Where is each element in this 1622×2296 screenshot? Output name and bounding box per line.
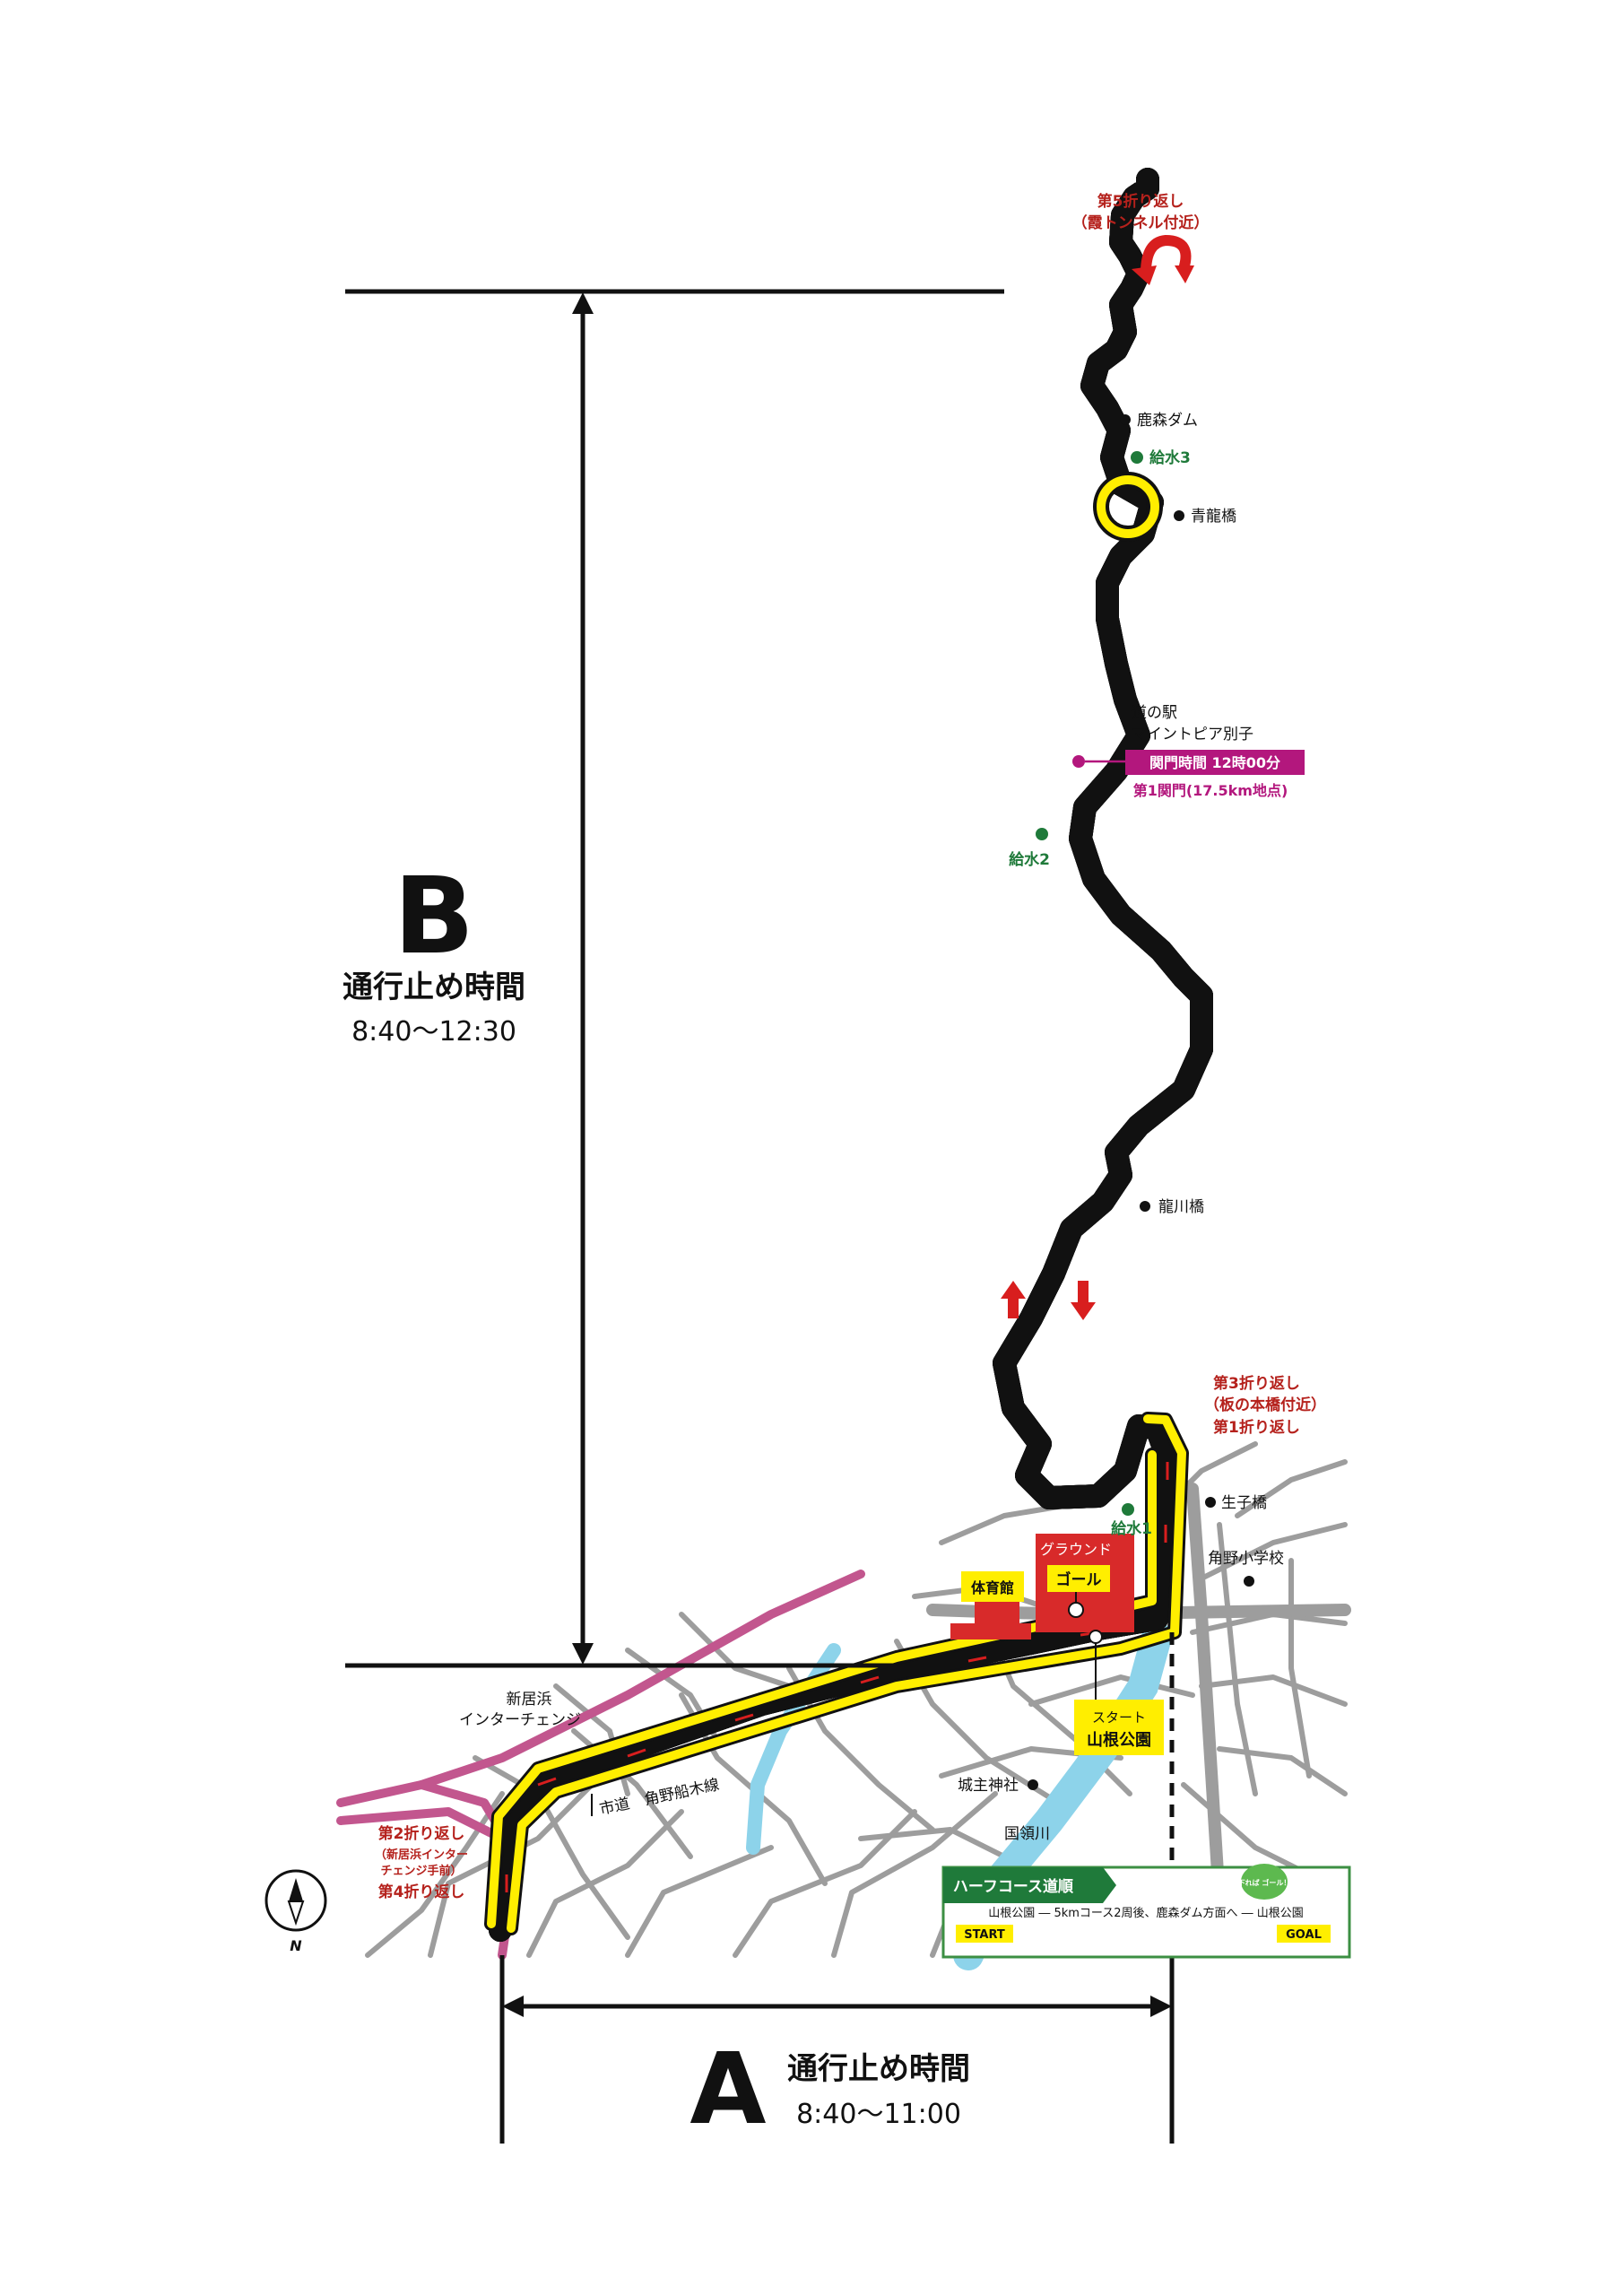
dot-shrine [1028,1779,1038,1790]
compass-letter: N [290,1937,302,1954]
dot-kadono-school [1244,1576,1254,1587]
zone-a-bracket [499,1955,1175,2144]
goal-marker [1068,1602,1084,1618]
turn3-line2: （板の本橋付近） [1204,1396,1326,1414]
zone-b-time: 8:40〜12:30 [351,1016,516,1048]
turn3-line1: 第3折り返し [1213,1374,1300,1393]
goal-label-box [1047,1565,1110,1592]
label-michinoeki-2: マイントピア別子 [1132,726,1253,744]
zone-a-title: 通行止め時間 [787,2051,970,2087]
zone-a-arrow-right-icon [1150,1996,1172,2017]
zone-b-letter: B [394,854,474,978]
arrow-down-icon [1071,1281,1096,1320]
dot-water-2 [1036,828,1048,840]
turnaround-tail-icon [1132,265,1157,285]
legend-start-badge [956,1925,1013,1943]
label-ground: グラウンド [1040,1541,1112,1558]
gym-shadow [950,1623,1031,1639]
compass-needle-north-icon [289,1878,303,1901]
turn1-line1: 第1折り返し [1213,1418,1300,1437]
zone-b-title: 通行止め時間 [343,970,525,1005]
turn2-line3: チェンジ手前） [380,1864,462,1878]
legend-goal: GOAL [1286,1928,1322,1942]
turn5-line1: 第5折り返し [1097,192,1184,211]
zone-a-time: 8:40〜11:00 [796,2099,961,2130]
label-shrine: 城主神社 [958,1777,1019,1795]
turn2-line1: 第2折り返し [378,1824,465,1843]
label-start-1: スタート [1092,1709,1146,1726]
checkpoint-time-box [1125,750,1305,775]
legend-route: 山根公園 ― 5kmコース2周後、鹿森ダム方面へ ― 山根公園 [988,1906,1304,1920]
label-water-3: 給水3 [1149,448,1191,467]
zone-b-arrow-down-icon [572,1643,594,1665]
legend-start: START [964,1928,1005,1942]
dot-seiryu-bridge [1174,510,1184,521]
place-dots [1028,414,1254,1790]
checkpoint-name: 第1関門(17.5km地点) [1133,782,1288,799]
zone-b-bracket [345,289,1004,1668]
label-kadono-school: 角野小学校 [1208,1550,1284,1568]
dot-kanamori-dam [1120,414,1131,425]
water-dots [1036,451,1143,1516]
zone-a-arrow-left-icon [502,1996,524,2017]
direction-arrows [1001,1281,1096,1320]
legend-title-tab [943,1867,1116,1903]
label-michinoeki-1: 道の駅 [1132,704,1177,722]
legend-badge: 下れば ゴール！ [1238,1878,1291,1887]
legend-title: ハーフコース道順 [953,1877,1074,1896]
label-water-1: 給水1 [1111,1519,1152,1538]
label-shoji-bridge: 生子橋 [1221,1494,1267,1512]
label-start-2: 山根公園 [1087,1730,1151,1750]
label-interchange-2: インターチェンジ [459,1711,581,1729]
gym-label-box [961,1571,1024,1602]
label-goal: ゴール [1056,1570,1102,1589]
turnaround-arrow-icon [1141,234,1192,278]
label-gym: 体育館 [971,1579,1014,1596]
label-interchange-1: 新居浜 [507,1691,552,1709]
label-water-2: 給水2 [1009,850,1050,869]
dot-water-1 [1122,1503,1134,1516]
turn2-line2: （新居浜インター [375,1848,468,1862]
label-ryusen-bridge: 龍川橋 [1158,1198,1204,1216]
turnaround-arrowhead-icon [1175,265,1194,283]
start-label-box [1074,1700,1164,1755]
compass-needle-south-icon [287,1900,305,1926]
dot-ryusen-bridge [1140,1201,1150,1212]
label-seiryu-bridge: 青龍橋 [1191,508,1236,526]
dot-water-3 [1131,451,1143,464]
label-river: 国領川 [1004,1825,1050,1843]
zone-a-letter: A [690,2031,766,2146]
start-marker [1089,1630,1103,1644]
dot-shoji-bridge [1205,1497,1216,1508]
turn4-line1: 第4折り返し [378,1883,465,1901]
arrow-up-icon [1001,1281,1026,1318]
seiryu-loop-fill [1097,475,1159,538]
zone-b-arrow-up-icon [572,292,594,314]
legend-goal-bubble [1241,1864,1288,1900]
legend-goal-badge [1277,1925,1331,1943]
local-loop [484,1412,1189,1935]
label-kanamori-dam: 鹿森ダム [1137,412,1198,430]
checkpoint-dot [1072,755,1085,768]
checkpoint-time: 関門時間 12時00分 [1149,754,1280,771]
turn5-line2: （霞トンネル付近） [1072,213,1210,232]
